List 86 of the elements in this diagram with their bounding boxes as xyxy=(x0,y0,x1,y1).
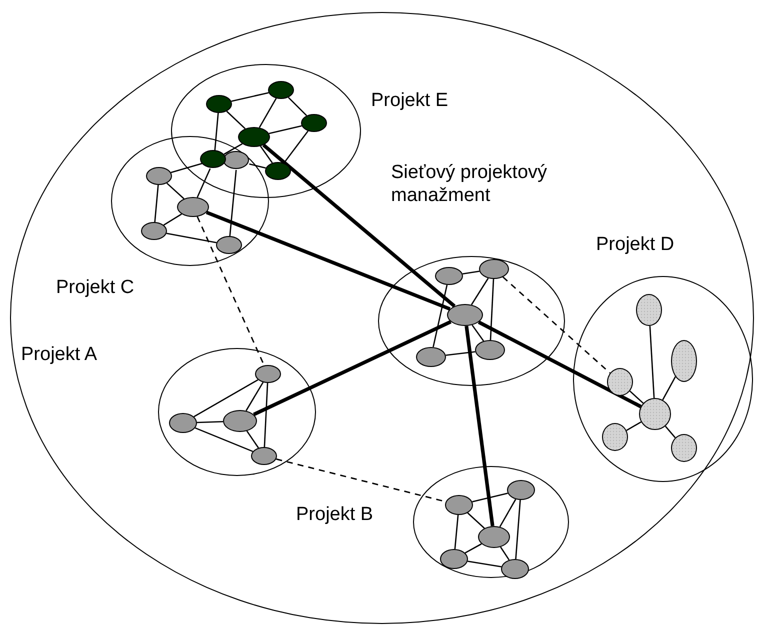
project-label: Projekt D xyxy=(596,233,676,256)
boundary-ellipse xyxy=(10,12,754,624)
connector-line xyxy=(467,512,485,529)
connector-line xyxy=(500,546,510,560)
network-node-ellipse xyxy=(435,267,463,285)
network-node-ellipse xyxy=(445,495,473,515)
network-node-ellipse xyxy=(639,398,671,430)
network-node-ellipse xyxy=(479,259,509,279)
network-node-ellipse xyxy=(141,222,167,240)
network-node-ellipse xyxy=(223,151,249,169)
connector-line xyxy=(472,492,508,502)
connector-line xyxy=(283,130,309,164)
network-node-ellipse xyxy=(440,549,468,569)
connector-line xyxy=(258,98,277,128)
connector-line xyxy=(214,112,219,152)
connector-line xyxy=(499,498,516,528)
connector-line xyxy=(260,146,273,164)
network-node-ellipse xyxy=(301,114,327,132)
connector-line xyxy=(194,427,254,452)
network-node-ellipse xyxy=(447,304,483,326)
network-node-ellipse xyxy=(507,480,535,500)
project-label: Sieťový projektový manažment xyxy=(391,161,548,207)
connector-line xyxy=(264,382,268,448)
connector-line xyxy=(464,543,482,554)
connector-line xyxy=(662,376,676,400)
connector-line xyxy=(472,324,484,342)
connector-line xyxy=(288,96,308,116)
connector-line xyxy=(249,163,266,169)
network-node-ellipse xyxy=(475,340,505,360)
network-node-ellipse xyxy=(169,413,197,433)
connector-line xyxy=(229,170,237,236)
project-label: Projekt B xyxy=(296,503,374,526)
network-node-ellipse xyxy=(251,447,277,465)
connector-line xyxy=(224,143,243,155)
network-node-ellipse xyxy=(602,423,628,451)
network-node-ellipse xyxy=(200,150,226,168)
connector-line xyxy=(154,184,159,222)
connector-line xyxy=(515,500,521,560)
connector-line xyxy=(626,421,642,431)
network-node-ellipse xyxy=(223,410,257,432)
network-node-ellipse xyxy=(501,559,529,579)
network-node-ellipse xyxy=(216,236,242,254)
connector-line xyxy=(166,182,184,200)
network-node-ellipse xyxy=(265,162,291,180)
connector-line xyxy=(664,426,676,438)
connector-line xyxy=(649,326,655,398)
connector-line xyxy=(246,382,264,412)
network-node-ellipse xyxy=(671,340,697,382)
connector-line xyxy=(231,92,269,102)
connector-line xyxy=(478,320,642,408)
network-node-ellipse xyxy=(607,368,633,396)
connector-line xyxy=(490,278,494,340)
connector-line xyxy=(163,213,182,226)
network-node-ellipse xyxy=(238,127,270,147)
connector-line xyxy=(268,125,302,134)
network-node-ellipse xyxy=(177,197,209,217)
dashed-connector xyxy=(196,216,265,366)
project-label: Projekt C xyxy=(56,276,136,299)
connector-line xyxy=(170,162,202,174)
connector-line xyxy=(246,430,259,448)
project-label: Projekt A xyxy=(21,343,98,366)
network-node-ellipse xyxy=(146,167,172,185)
connector-line xyxy=(206,210,451,311)
network-node-ellipse xyxy=(268,81,294,99)
connector-line xyxy=(468,560,502,568)
connector-line xyxy=(196,420,224,424)
network-node-ellipse xyxy=(255,365,281,383)
network-node-ellipse xyxy=(636,294,662,326)
connector-line xyxy=(462,270,480,275)
network-node-ellipse xyxy=(206,95,232,113)
connector-line xyxy=(629,390,644,404)
connector-line xyxy=(226,110,246,130)
connector-line xyxy=(262,144,456,308)
network-node-ellipse xyxy=(416,347,446,367)
connector-line xyxy=(196,168,211,198)
connector-line xyxy=(464,326,494,526)
network-node-ellipse xyxy=(478,526,510,548)
network-node-ellipse xyxy=(671,434,697,462)
connector-line xyxy=(166,232,217,244)
project-label: Projekt E xyxy=(371,89,450,112)
connector-line xyxy=(446,351,476,356)
connector-line xyxy=(252,320,452,416)
connector-line xyxy=(470,278,489,306)
connector-line xyxy=(454,514,459,550)
connector-line xyxy=(432,284,448,348)
connector-line xyxy=(194,379,258,418)
